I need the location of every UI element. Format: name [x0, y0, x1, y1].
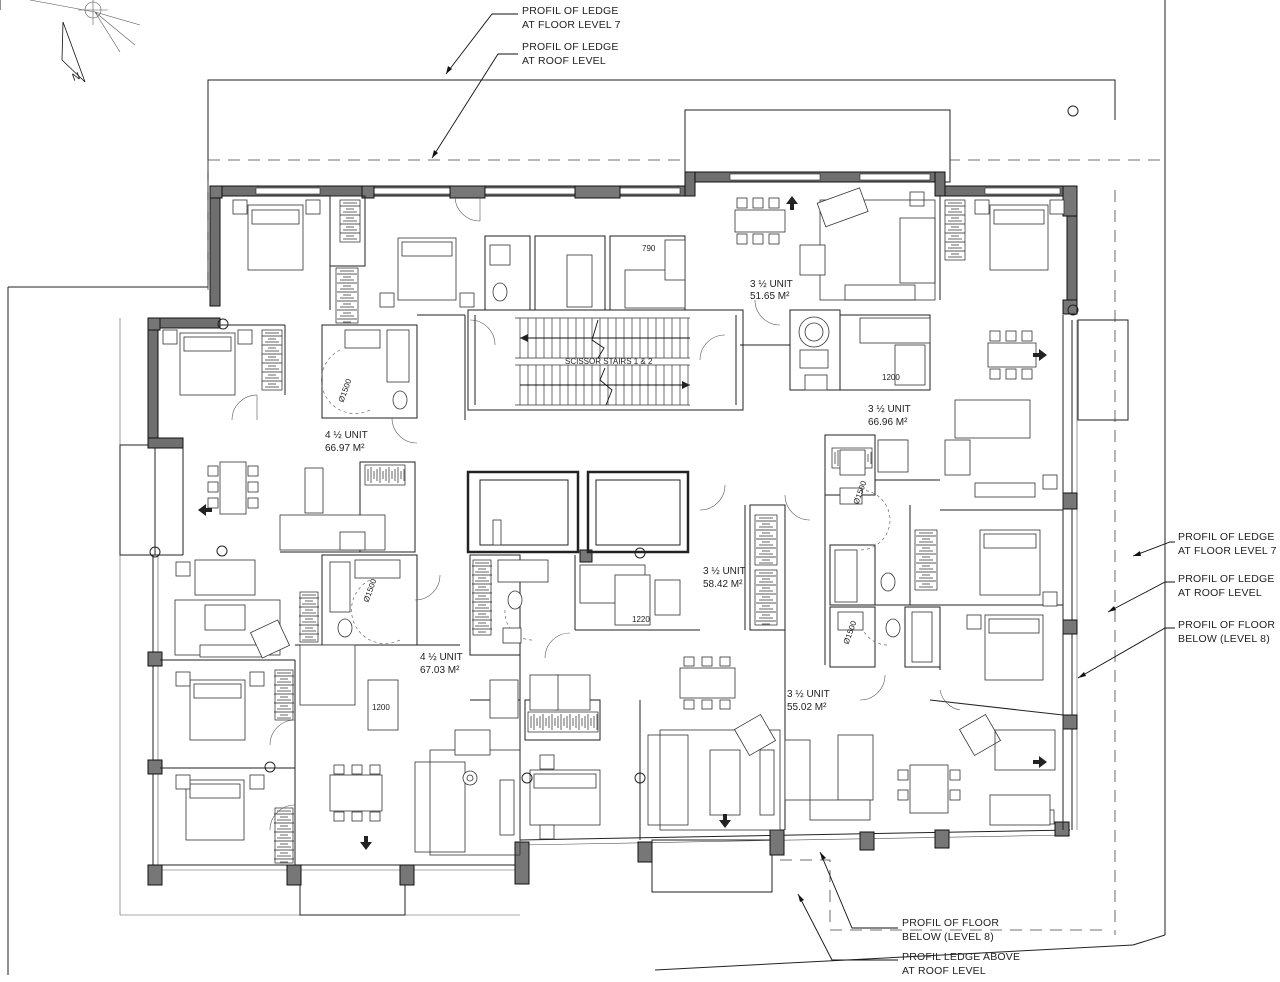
annotation-leaders	[431, 13, 1175, 961]
closets	[261, 199, 966, 864]
note-ledge-roof-top-2: AT ROOF LEVEL	[522, 55, 606, 67]
unit-1-type: 3 ½ UNIT	[750, 279, 793, 290]
scissor-stairs: SCISSOR STAIRS 1 & 2	[515, 317, 690, 406]
unit-3-area: 66.97 M²	[325, 443, 365, 454]
tag-1220: 1220	[632, 615, 650, 624]
tag-790: 790	[642, 244, 656, 253]
unit-2-type: 3 ½ UNIT	[868, 404, 911, 415]
unit-6-type: 3 ½ UNIT	[787, 689, 830, 700]
note-floor-below-right-1: PROFIL OF FLOOR	[1178, 619, 1275, 631]
note-ledge-floor7-right-2: AT FLOOR LEVEL 7	[1178, 545, 1277, 557]
stairs-label: SCISSOR STAIRS 1 & 2	[565, 357, 653, 366]
tag-1200: 1200	[372, 703, 390, 712]
unit-2-area: 66.96 M²	[868, 417, 908, 428]
annotation-notes: PROFIL OF LEDGE AT FLOOR LEVEL 7 PROFIL …	[522, 5, 1277, 977]
unit-4-type: 3 ½ UNIT	[703, 566, 746, 577]
note-ledge-above-bottom-1: PROFIL LEDGE ABOVE	[902, 951, 1020, 963]
tag-1500-b: Ø1500	[362, 577, 379, 603]
unit-4-area: 58.42 M²	[703, 579, 743, 590]
north-label: N	[71, 70, 82, 84]
unit-labels: 3 ½ UNIT 51.65 M² 3 ½ UNIT 66.96 M² 4 ½ …	[325, 279, 911, 713]
north-arrow-icon: N	[29, 0, 141, 84]
dimension-tags: 790 1220 1200 1200 Ø1500 Ø1500 Ø1500 Ø15…	[337, 244, 901, 712]
unit-3-type: 4 ½ UNIT	[325, 430, 368, 441]
tag-1500: Ø1500	[337, 377, 354, 403]
note-ledge-floor7-right-1: PROFIL OF LEDGE	[1178, 531, 1275, 543]
note-ledge-floor7-top-2: AT FLOOR LEVEL 7	[522, 19, 621, 31]
note-ledge-roof-right-2: AT ROOF LEVEL	[1178, 587, 1262, 599]
markers	[149, 105, 1079, 784]
unit-5-area: 67.03 M²	[420, 665, 460, 676]
unit-6-area: 55.02 M²	[787, 702, 827, 713]
note-ledge-floor7-top-1: PROFIL OF LEDGE	[522, 5, 619, 17]
note-ledge-roof-top-1: PROFIL OF LEDGE	[522, 41, 619, 53]
furniture	[162, 187, 1065, 856]
balconies	[119, 109, 1129, 916]
note-floor-below-right-2: BELOW (LEVEL 8)	[1178, 633, 1270, 645]
note-floor-below-bottom-2: BELOW (LEVEL 8)	[902, 931, 994, 943]
unit-1-area: 51.65 M²	[750, 291, 790, 302]
columns	[147, 185, 1078, 886]
unit-5-type: 4 ½ UNIT	[420, 652, 463, 663]
note-floor-below-bottom-1: PROFIL OF FLOOR	[902, 917, 999, 929]
note-ledge-roof-right-1: PROFIL OF LEDGE	[1178, 573, 1275, 585]
ledge-profile-dashed	[207, 109, 1160, 935]
note-ledge-above-bottom-2: AT ROOF LEVEL	[902, 965, 986, 977]
site-lines	[0, 0, 1166, 975]
tag-1200-b: 1200	[882, 373, 900, 382]
